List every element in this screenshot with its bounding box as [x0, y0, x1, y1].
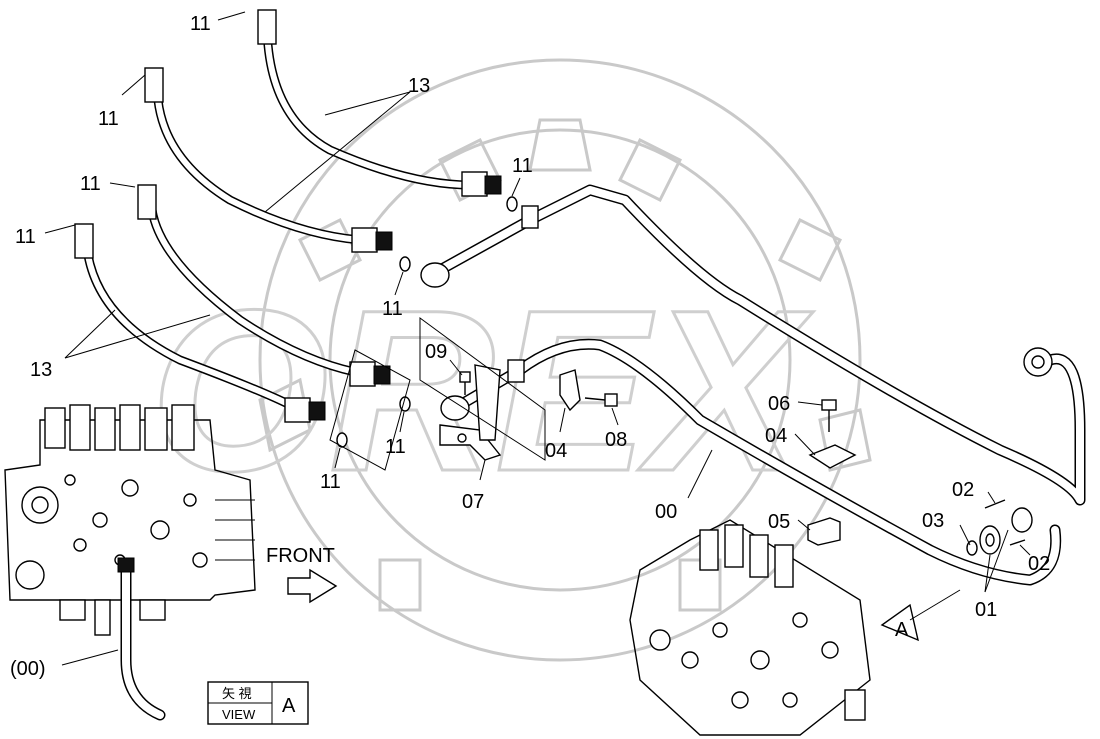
tube-upper: [420, 184, 1086, 506]
bolt-09: [459, 371, 471, 395]
label-11: 11: [80, 173, 101, 195]
flange-01: [979, 525, 1001, 555]
clamp-04b: [808, 444, 857, 469]
callout-labels: 11 11 11 11 11 11 11 11 13 13 09 07 04 0…: [10, 13, 1050, 680]
hose-13-d: [74, 223, 326, 423]
label-13: 13: [408, 75, 430, 97]
bracket-07: [439, 364, 502, 461]
clamp-04: [559, 369, 581, 412]
view-box-letter: A: [282, 695, 296, 717]
label-11: 11: [512, 155, 533, 177]
view-box-kanji: 矢 視: [222, 686, 252, 701]
label-11: 11: [385, 436, 406, 458]
label-04: 04: [765, 425, 787, 447]
label-07: 07: [462, 491, 484, 513]
label-02: 02: [952, 479, 974, 501]
label-11: 11: [382, 298, 403, 320]
front-arrow: [287, 568, 338, 604]
label-04: 04: [545, 440, 567, 462]
label-03: 03: [922, 510, 944, 532]
label-11: 11: [15, 226, 36, 248]
o-rings-11: [336, 196, 518, 448]
label-02: 02: [1028, 553, 1050, 575]
label-front: FRONT: [266, 545, 335, 567]
label-01: 01: [975, 599, 997, 621]
label-11: 11: [98, 108, 119, 130]
label-11: 11: [190, 13, 211, 35]
control-valve-view-a: [4, 404, 256, 636]
block-05: [807, 517, 841, 546]
tube-lower-00: [440, 338, 1062, 586]
bolts-02: [984, 499, 1026, 546]
view-a-arrow: [880, 589, 961, 642]
pipe-00-view-a: [117, 557, 166, 721]
detail-frames: [329, 317, 546, 471]
label-13: 13: [30, 359, 52, 381]
label-08: 08: [605, 429, 627, 451]
leader-lines: [44, 11, 1031, 666]
view-box-view: VIEW: [222, 707, 256, 722]
hose-13-a: [257, 9, 502, 197]
label-view-a-arrow: A: [895, 619, 909, 641]
control-valve-main: [629, 519, 871, 736]
label-00: 00: [655, 501, 677, 523]
label-06: 06: [768, 393, 790, 415]
label-00-paren: (00): [10, 658, 46, 680]
label-09: 09: [425, 341, 447, 363]
bolt-08: [584, 393, 618, 407]
label-05: 05: [768, 511, 790, 533]
view-a-box: 矢 視 VIEW A: [207, 681, 309, 725]
hose-13-c: [137, 184, 391, 387]
hose-13-b: [144, 67, 393, 253]
label-11: 11: [320, 471, 341, 493]
